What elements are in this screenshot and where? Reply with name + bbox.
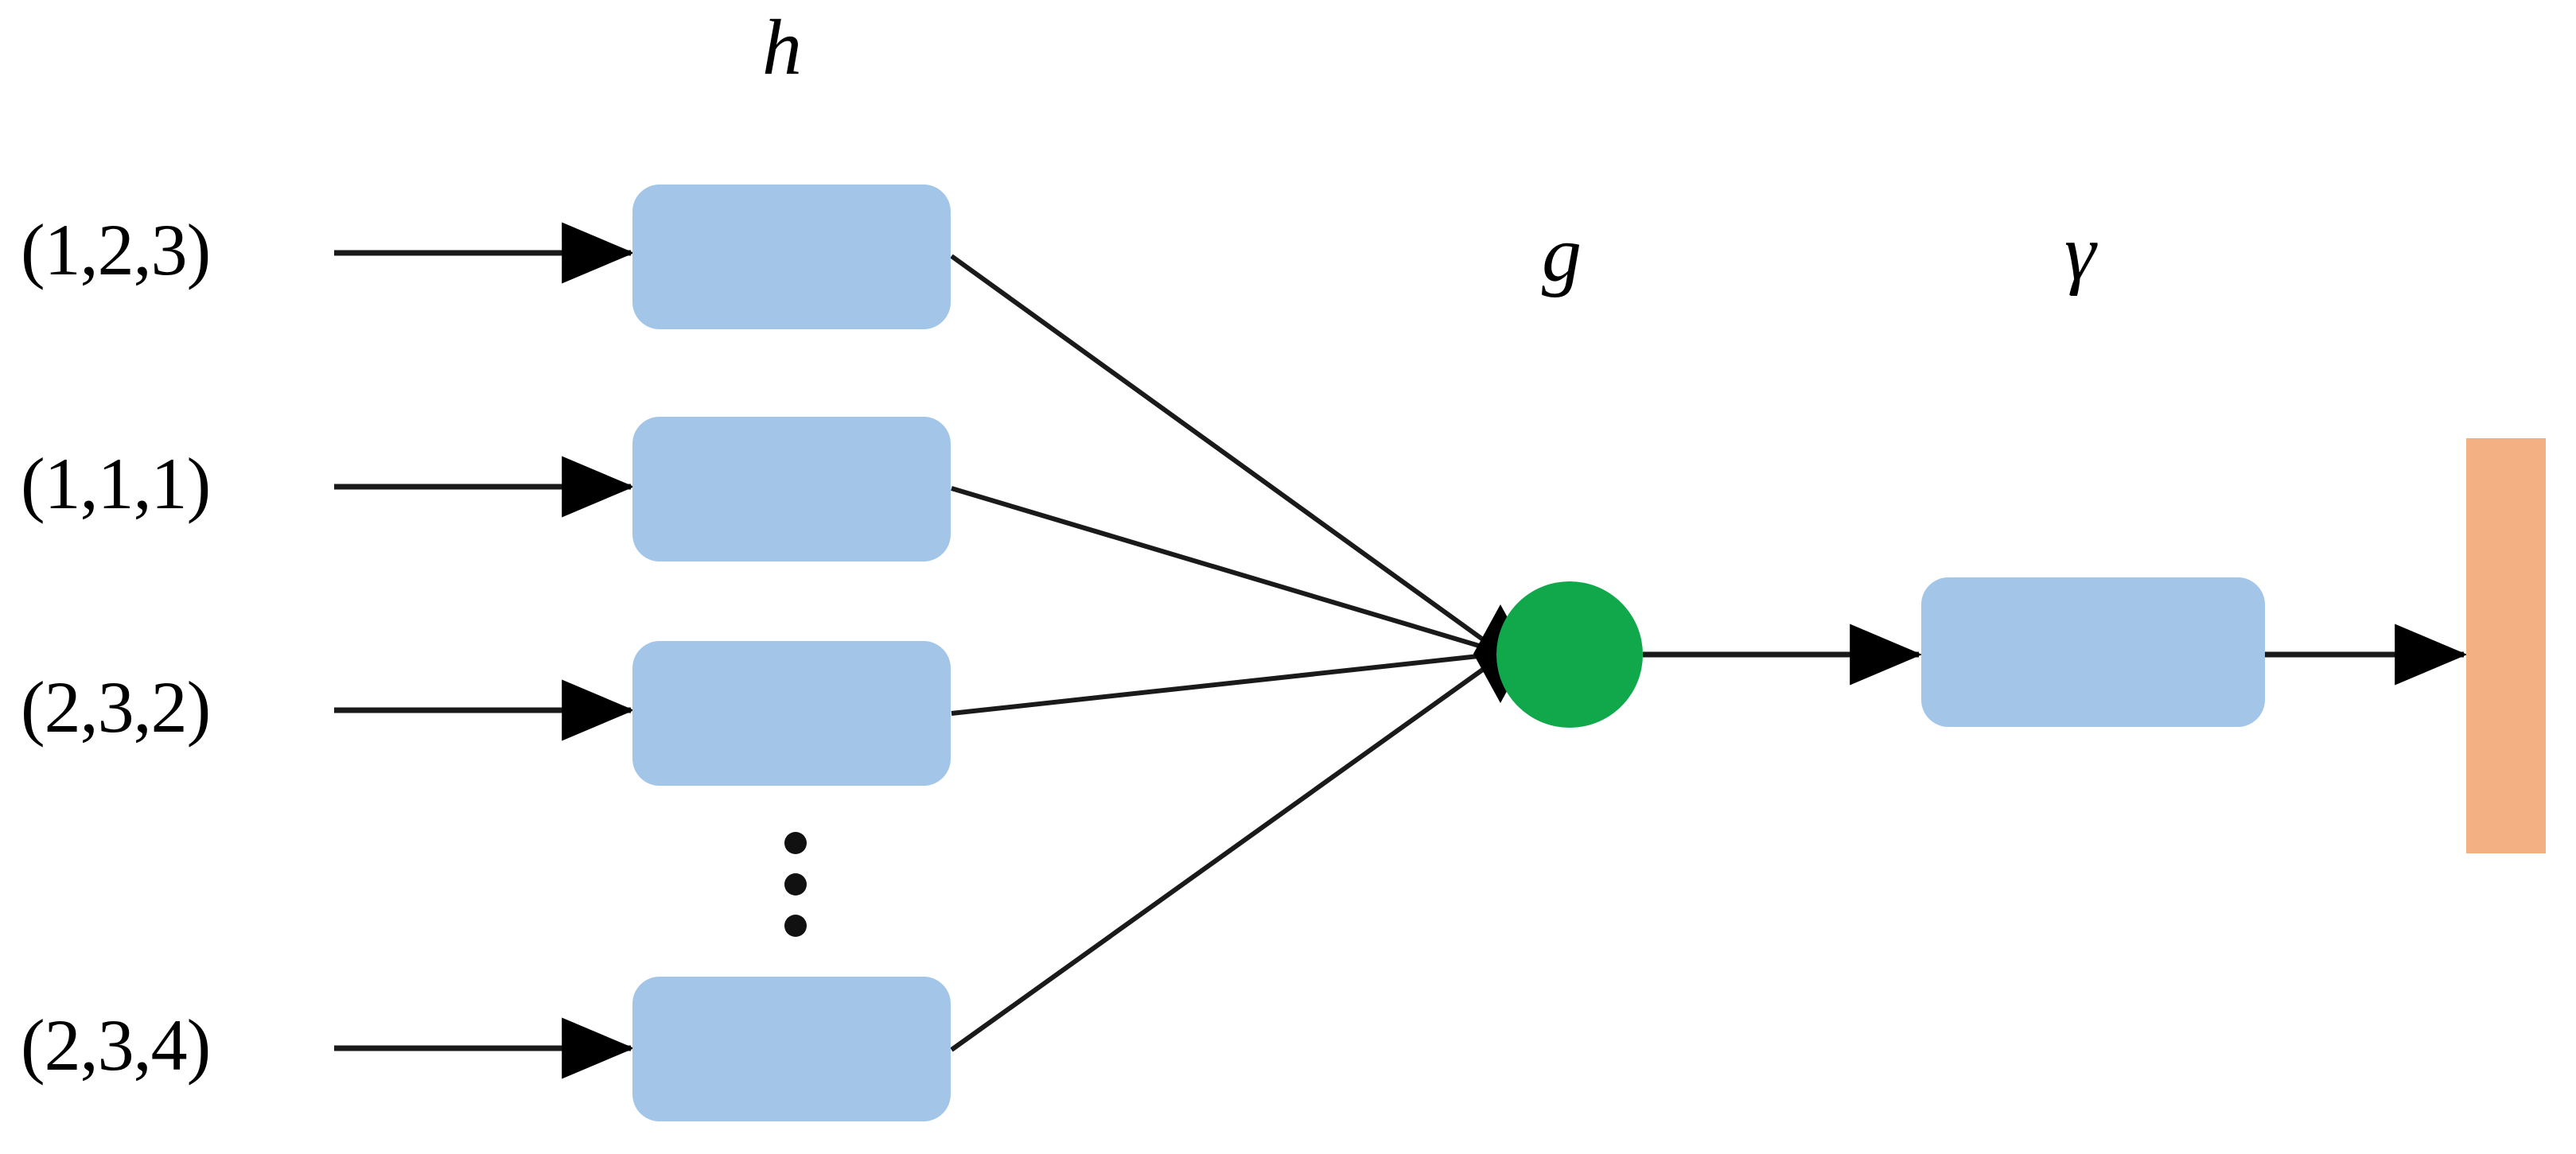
- encoder-boxes: [632, 185, 951, 1121]
- aggregation-connector-3: [951, 651, 1501, 716]
- ellipsis-dot-3: [784, 915, 807, 937]
- aggregation-connector-1: [950, 254, 1502, 655]
- ellipsis-dot-1: [784, 832, 807, 854]
- input-label-4: (2,3,4): [21, 1004, 211, 1086]
- h-box-4[interactable]: [632, 977, 951, 1121]
- input-label-2: (1,1,1): [21, 443, 211, 524]
- encoder-function-label-h: h: [762, 3, 802, 91]
- aggregation-connectors: [950, 254, 1502, 1052]
- aggregation-connector-2: [951, 486, 1501, 655]
- h-box-1[interactable]: [632, 185, 951, 329]
- decoder-function-label-gamma: γ: [2064, 208, 2096, 297]
- output-bar[interactable]: [2466, 438, 2546, 853]
- h-box-2[interactable]: [632, 417, 951, 561]
- input-label-3: (2,3,2): [21, 666, 211, 748]
- aggregation-connector-4: [950, 655, 1502, 1052]
- g-node-circle[interactable]: [1496, 581, 1643, 728]
- vertical-ellipsis-icon: [784, 832, 807, 937]
- input-arrows: [334, 222, 635, 1079]
- gamma-box[interactable]: [1921, 577, 2265, 727]
- aggregator-function-label-g: g: [1542, 210, 1582, 298]
- h-box-3[interactable]: [632, 641, 951, 786]
- ellipsis-dot-2: [784, 873, 807, 896]
- input-label-1: (1,2,3): [21, 209, 211, 290]
